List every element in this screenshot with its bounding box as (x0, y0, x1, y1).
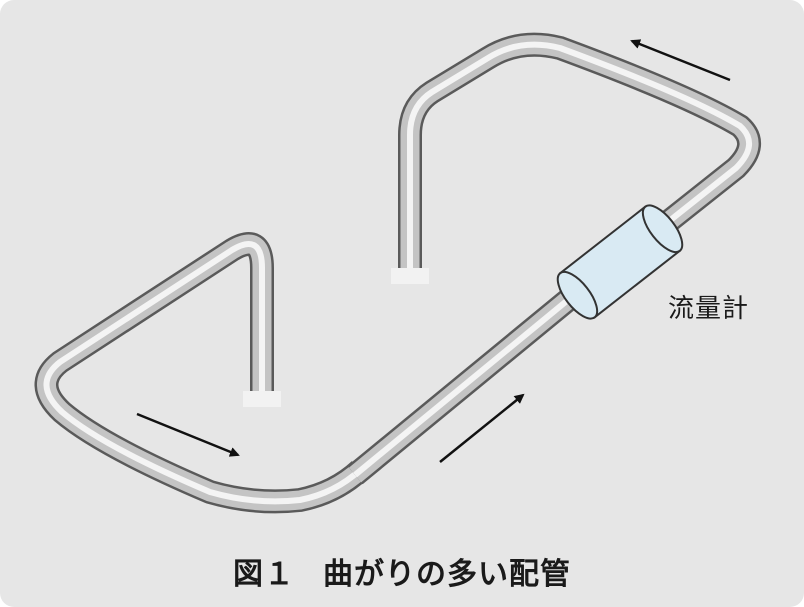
flow-arrow-left (136, 412, 240, 457)
right-pipe-end (391, 268, 429, 284)
figure-caption: 図１ 曲がりの多い配管 (0, 549, 804, 593)
flow-arrow-top (630, 39, 731, 82)
left-pipe-run (34, 232, 369, 514)
right-pipe-run (398, 32, 761, 270)
figure-title: 曲がりの多い配管 (323, 557, 571, 592)
diagonal-pipe-run (347, 280, 588, 485)
flow-meter-label: 流量計 (668, 294, 750, 324)
left-pipe-end (243, 391, 281, 407)
figure-number: 図１ (233, 557, 295, 592)
flow-meter (556, 204, 684, 320)
flow-arrow-center (439, 393, 525, 463)
